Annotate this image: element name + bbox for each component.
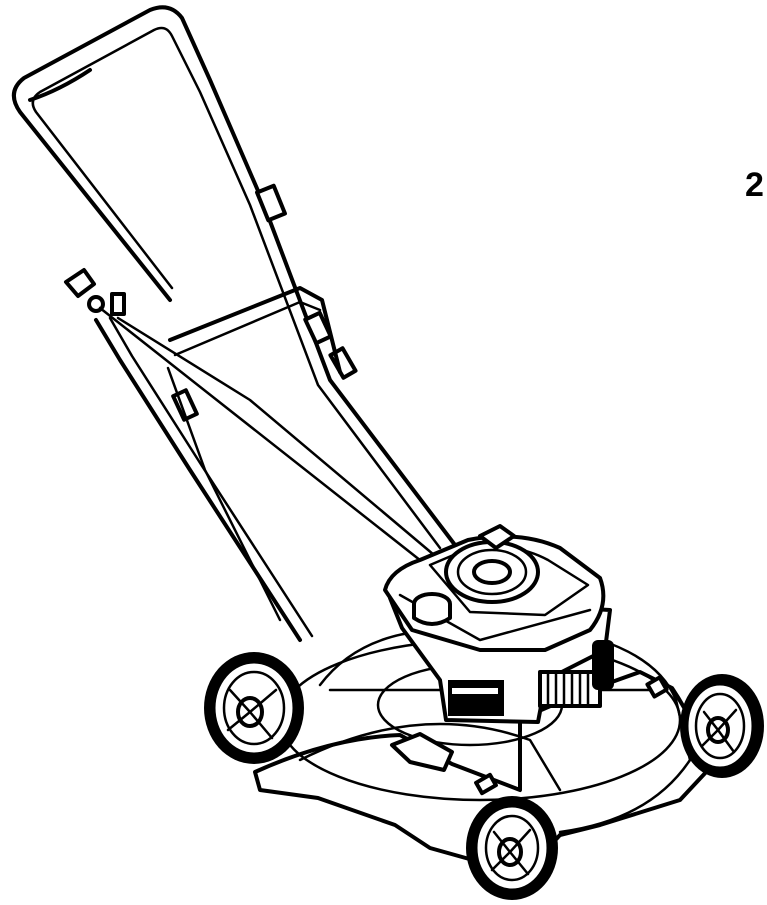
deck [253,628,710,864]
rear-right-wheel [680,674,764,778]
handle [12,5,457,642]
starter-rope [98,306,442,570]
rear-left-wheel [204,652,304,764]
front-wheel [466,796,558,900]
figure-number-label: 2 [745,166,764,204]
grass-catcher-frame [166,286,342,622]
engine [383,524,614,724]
fuel-cap [412,592,452,626]
